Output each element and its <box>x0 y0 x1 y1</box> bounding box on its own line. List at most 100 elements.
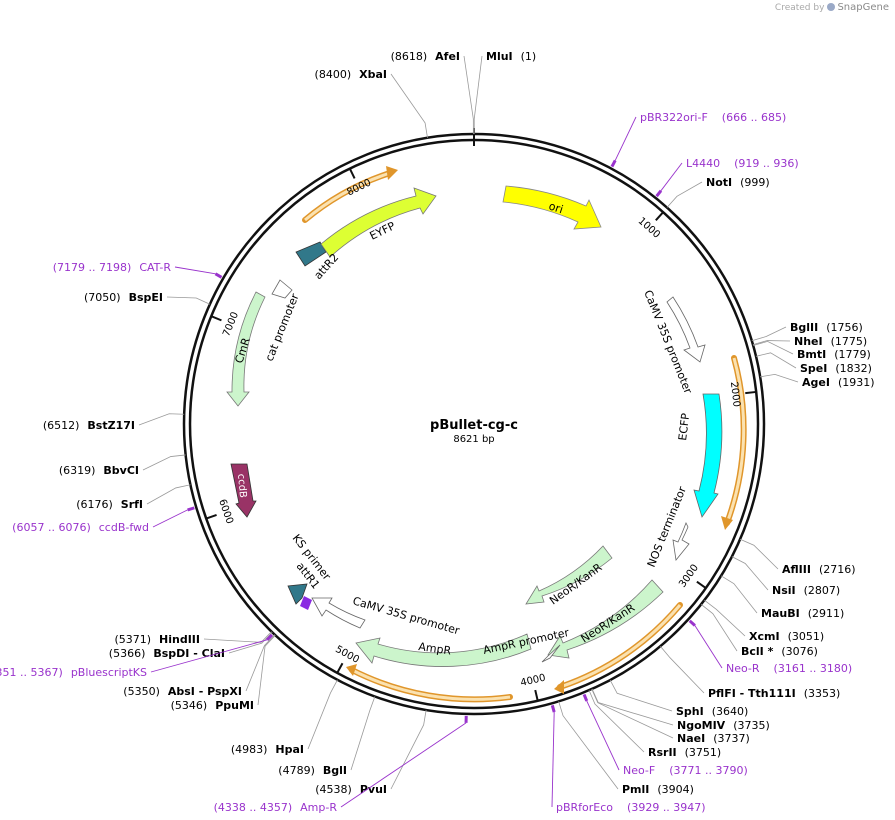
enzyme-position: (1779) <box>834 348 871 361</box>
enzyme-label[interactable]: AflIII(2716) <box>782 563 856 576</box>
tick-mark-4000 <box>534 689 539 701</box>
enzyme-label[interactable]: (8618)AfeI <box>391 50 460 63</box>
enzyme-position: (1832) <box>835 362 872 375</box>
primer-label[interactable]: Neo-R(3161 .. 3180) <box>726 662 852 675</box>
enzyme-name: NgoMIV <box>677 719 726 732</box>
enzyme-position: (1) <box>521 50 537 63</box>
enzyme-name: BmtI <box>797 348 826 361</box>
enzyme-leader-16 <box>591 688 674 726</box>
primer-mark-3 <box>582 693 589 702</box>
enzyme-leader-23 <box>257 634 276 706</box>
feature-ampr-promoter-arrow <box>541 644 561 663</box>
tick-label-4000: 4000 <box>519 673 546 689</box>
primer-label[interactable]: (7179 .. 7198)CAT-R <box>53 261 172 274</box>
enzyme-label[interactable]: (6512)BstZ17I <box>43 419 135 432</box>
enzyme-name: HindIII <box>159 633 200 646</box>
primer-range: (4338 .. 4357) <box>214 801 293 814</box>
enzyme-label[interactable]: (5371) HindIII <box>114 633 200 646</box>
enzyme-leader-20 <box>390 709 427 790</box>
enzyme-label[interactable]: SpeI(1832) <box>800 362 872 375</box>
primer-label[interactable]: (5351 .. 5367) pBluescriptKS <box>0 666 147 679</box>
enzyme-label[interactable]: (6176)SrfI <box>76 498 143 511</box>
enzyme-label[interactable]: PmlI (3904) <box>622 783 694 796</box>
plasmid-name: pBullet-cg-c <box>430 418 518 433</box>
primer-range: (666 .. 685) <box>722 111 787 124</box>
primer-label[interactable]: L4440(919 .. 936) <box>686 157 799 170</box>
primer-name: CAT-R <box>139 261 171 274</box>
enzyme-label[interactable]: (8400)XbaI <box>315 68 387 81</box>
enzyme-label[interactable]: XcmI(3051) <box>749 630 824 643</box>
enzyme-label[interactable]: SphI(3640) <box>676 705 748 718</box>
tick-mark-5000 <box>336 662 344 674</box>
enzyme-label[interactable]: (4789)BglI <box>278 764 347 777</box>
enzyme-position: (3904) <box>657 783 694 796</box>
enzyme-label[interactable]: (7050)BspEI <box>84 291 163 304</box>
enzyme-name: MluI <box>486 50 513 63</box>
enzyme-label[interactable]: BclI *(3076) <box>741 645 818 658</box>
primer-label[interactable]: (6057 .. 6076) ccdB-fwd <box>12 521 149 534</box>
primer-leader-3 <box>586 700 620 771</box>
enzyme-name: BstZ17I <box>87 419 135 432</box>
enzyme-leader-15 <box>609 679 673 712</box>
enzyme-label[interactable]: NsiI(2807) <box>772 584 840 597</box>
enzyme-position: (5366) <box>109 647 146 660</box>
enzyme-leader-28 <box>142 454 186 471</box>
enzyme-label[interactable]: NaeI(3737) <box>677 732 750 745</box>
enzyme-label[interactable]: BglII(1756) <box>790 321 863 334</box>
primer-name: pBluescriptKS <box>71 666 147 679</box>
enzyme-label[interactable]: MauBI(2911) <box>761 607 844 620</box>
primer-name: ccdB-fwd <box>99 521 149 534</box>
primer-label[interactable]: (4338 .. 4357) Amp-R <box>214 801 338 814</box>
enzyme-leader-29 <box>138 413 185 426</box>
primer-range: (5351 .. 5367) <box>0 666 63 679</box>
enzyme-name: BglII <box>790 321 818 334</box>
tick-mark-8000 <box>348 168 356 179</box>
primer-range: (6057 .. 6076) <box>12 521 91 534</box>
enzyme-position: (3640) <box>712 705 749 718</box>
primer-mark-7 <box>187 506 195 512</box>
orf-arc-right-inner <box>725 357 746 524</box>
enzyme-name: HpaI <box>275 743 304 756</box>
enzyme-name: BclI * <box>741 645 774 658</box>
enzyme-label[interactable]: PflFI - Tth111I(3353) <box>708 687 840 700</box>
primer-label[interactable]: pBRforEco(3929 .. 3947) <box>556 801 706 814</box>
enzyme-position: (3735) <box>733 719 770 732</box>
enzyme-label[interactable]: (4538)PvuI <box>315 783 387 796</box>
tick-label-5000: 5000 <box>333 644 361 666</box>
enzyme-name: PpuMI <box>215 699 254 712</box>
enzyme-leader-19 <box>558 701 619 790</box>
enzyme-position: (5371) <box>114 633 151 646</box>
tick-mark-1000 <box>655 211 664 222</box>
enzyme-label[interactable]: (6319)BbvCI <box>59 464 139 477</box>
enzyme-leader-24 <box>245 634 276 692</box>
primer-label[interactable]: Neo-F(3771 .. 3790) <box>623 764 748 777</box>
enzyme-label[interactable]: BmtI (1779) <box>797 348 871 361</box>
enzyme-name: BglI <box>323 764 347 777</box>
enzyme-label[interactable]: (4983) HpaI <box>231 743 304 756</box>
enzyme-leader-12 <box>704 599 746 637</box>
enzyme-position: (4538) <box>315 783 352 796</box>
primer-name: Neo-F <box>623 764 655 777</box>
enzyme-layer: (8618)AfeI MluI (1) (8400)XbaI NotI(999) BglI… <box>43 50 875 796</box>
enzyme-label[interactable]: NheI(1775) <box>794 335 867 348</box>
enzyme-label[interactable]: MluI (1) <box>486 50 536 63</box>
enzyme-label[interactable]: RsrII(3751) <box>648 746 721 759</box>
enzyme-label[interactable]: (5346)PpuMI <box>171 699 254 712</box>
label-cmr: CmR <box>232 336 253 365</box>
enzyme-label[interactable]: AgeI(1931) <box>802 376 875 389</box>
enzyme-label[interactable]: (5366)BspDI - ClaI <box>109 647 225 660</box>
enzyme-label[interactable]: NgoMIV (3735) <box>677 719 770 732</box>
enzyme-label[interactable]: (5350)AbsI - PspXI <box>123 685 242 698</box>
feature-attr1-arrow <box>287 583 308 605</box>
tick-label-2000: 2000 <box>728 381 742 408</box>
label-cat-promoter: cat promoter <box>263 291 302 363</box>
primer-label[interactable]: pBR322ori-F(666 .. 685) <box>640 111 786 124</box>
enzyme-position: (4983) <box>231 743 268 756</box>
primer-name: Amp-R <box>300 801 337 814</box>
enzyme-name: AflIII <box>782 563 811 576</box>
enzyme-label[interactable]: NotI(999) <box>706 176 770 189</box>
enzyme-position: (5350) <box>123 685 160 698</box>
primer-leader-5 <box>340 722 467 808</box>
primer-leader-0 <box>614 116 637 161</box>
enzyme-name: PmlI <box>622 783 649 796</box>
